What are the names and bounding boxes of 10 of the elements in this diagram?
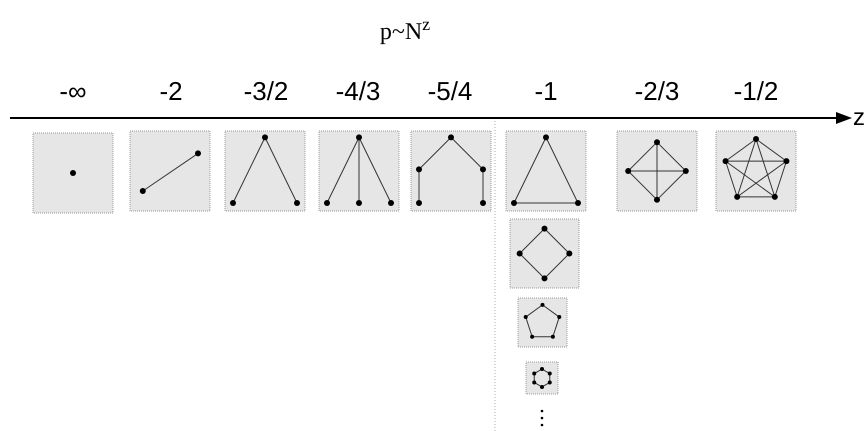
title: p~N$^{z}$ [378, 20, 432, 44]
tick-label: -5/4 [426, 78, 474, 104]
tick-label: -2 [158, 78, 184, 104]
tick-label: -1 [533, 78, 559, 104]
tick-label: -3/2 [242, 78, 290, 104]
axis-label: z [853, 106, 864, 130]
tick-label: -∞ [58, 78, 88, 104]
tick-label: -1/2 [732, 78, 780, 104]
tick-label: -4/3 [334, 78, 382, 104]
tick-label: -2/3 [634, 78, 680, 104]
